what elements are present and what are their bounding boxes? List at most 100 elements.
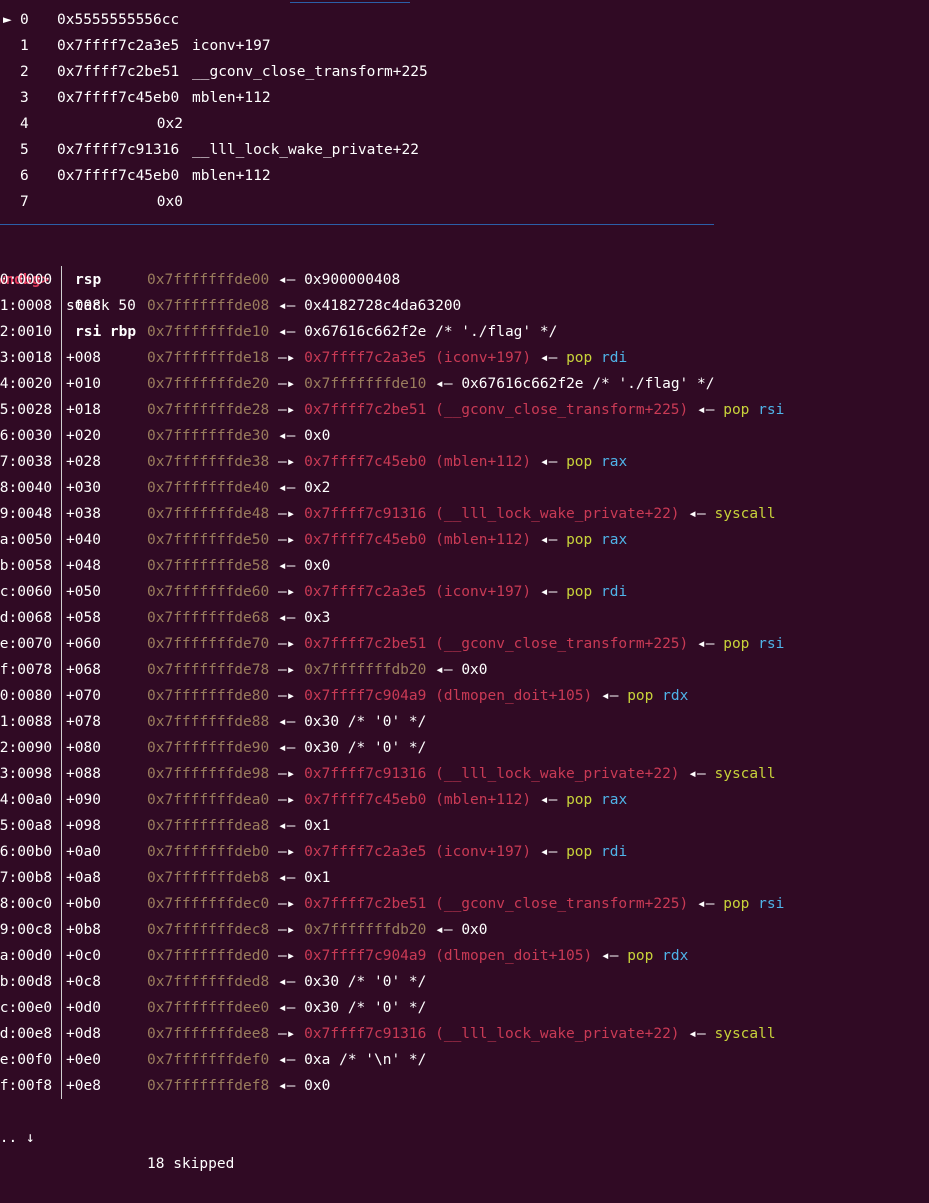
gadget-instruction: pop: [627, 688, 654, 704]
frame-index: 2: [20, 64, 29, 80]
pointer-target[interactable]: 0x7ffff7c2a3e5: [304, 844, 427, 860]
stack-address[interactable]: 0x7fffffffde00: [147, 272, 270, 288]
stack-slot: 03:0018: [0, 350, 53, 366]
pointer-target: 0x67616c662f2e: [304, 324, 427, 340]
stack-slot: 08:0040: [0, 480, 53, 496]
stack-offset: +060: [66, 636, 101, 652]
pointer-target[interactable]: 0x7ffff7c91316: [304, 506, 427, 522]
stack-address[interactable]: 0x7fffffffde70: [147, 636, 270, 652]
stack-address[interactable]: 0x7fffffffdee0: [147, 1000, 270, 1016]
stack-offset: +010: [66, 376, 101, 392]
stack-address[interactable]: 0x7fffffffded8: [147, 974, 270, 990]
stack-chain: 0x7fffffffdeb0 —▸ 0x7ffff7c2a3e5 (iconv+…: [147, 839, 627, 865]
stack-address[interactable]: 0x7fffffffdeb8: [147, 870, 270, 886]
stack-address[interactable]: 0x7fffffffde30: [147, 428, 270, 444]
stack-chain: 0x7fffffffde90 ◂— 0x30 /* '0' */: [147, 735, 426, 761]
pointer-target[interactable]: 0x7fffffffde10: [304, 376, 427, 392]
stack-address[interactable]: 0x7fffffffde98: [147, 766, 270, 782]
stack-address[interactable]: 0x7fffffffde58: [147, 558, 270, 574]
stack-slot: 1a:00d0: [0, 948, 53, 964]
frame-index: 1: [20, 38, 29, 54]
stack-address[interactable]: 0x7fffffffde48: [147, 506, 270, 522]
skipped-dots: ... ↓: [0, 1130, 35, 1146]
stack-address[interactable]: 0x7fffffffdea0: [147, 792, 270, 808]
pointer-arrow: ◂—: [277, 558, 296, 574]
pointer-target: 0x1: [304, 870, 331, 886]
pointer-target[interactable]: 0x7ffff7c2a3e5: [304, 584, 427, 600]
stack-address[interactable]: 0x7fffffffdef8: [147, 1078, 270, 1094]
pointer-target[interactable]: 0x7ffff7c904a9: [304, 948, 427, 964]
pointer-target[interactable]: 0x7ffff7c91316: [304, 1026, 427, 1042]
deref-arrow: ◂—: [688, 1026, 706, 1042]
stack-chain: 0x7fffffffdef0 ◂— 0xa /* '\n' */: [147, 1047, 426, 1073]
stack-address[interactable]: 0x7fffffffdee8: [147, 1026, 270, 1042]
pointer-target[interactable]: 0x7fffffffdb20: [304, 662, 427, 678]
pointer-target[interactable]: 0x7fffffffdb20: [304, 922, 427, 938]
value-comment: 0x67616c662f2e /* './flag' */: [461, 376, 715, 392]
stack-chain: 0x7fffffffde10 ◂— 0x67616c662f2e /* './f…: [147, 319, 557, 345]
gadget-register: rsi: [758, 896, 785, 912]
stack-slot: 1d:00e8: [0, 1026, 53, 1042]
frame-address: 0x7ffff7c91316: [57, 142, 180, 158]
stack-slot: 05:0028: [0, 402, 53, 418]
value-comment: /* '0' */: [347, 714, 427, 730]
stack-chain: 0x7fffffffdee0 ◂— 0x30 /* '0' */: [147, 995, 426, 1021]
stack-address[interactable]: 0x7fffffffde60: [147, 584, 270, 600]
stack-address[interactable]: 0x7fffffffde28: [147, 402, 270, 418]
stack-slot: 1c:00e0: [0, 1000, 53, 1016]
stack-slot: 11:0088: [0, 714, 53, 730]
target-symbol: (dlmopen_doit+105): [435, 948, 593, 964]
gadget-instruction: pop: [723, 896, 750, 912]
stack-address[interactable]: 0x7fffffffdef0: [147, 1052, 270, 1068]
stack-slot: 12:0090: [0, 740, 53, 756]
deref-arrow: ◂—: [600, 688, 619, 704]
stack-address[interactable]: 0x7fffffffdec8: [147, 922, 270, 938]
pointer-target[interactable]: 0x7ffff7c45eb0: [304, 532, 427, 548]
pointer-arrow: —▸: [277, 584, 296, 600]
stack-address[interactable]: 0x7fffffffde18: [147, 350, 270, 366]
pointer-target[interactable]: 0x7ffff7c45eb0: [304, 454, 427, 470]
pointer-arrow: —▸: [277, 948, 296, 964]
pointer-target[interactable]: 0x7ffff7c2be51: [304, 896, 427, 912]
deref-arrow: ◂—: [539, 454, 558, 470]
value-comment: /* '0' */: [347, 974, 427, 990]
stack-chain: 0x7fffffffdec8 —▸ 0x7fffffffdb20 ◂— 0x0: [147, 917, 488, 943]
stack-address[interactable]: 0x7fffffffde68: [147, 610, 270, 626]
stack-chain: 0x7fffffffde50 —▸ 0x7ffff7c45eb0 (mblen+…: [147, 527, 627, 553]
stack-address[interactable]: 0x7fffffffde90: [147, 740, 270, 756]
gadget-instruction: pop: [566, 350, 593, 366]
stack-address[interactable]: 0x7fffffffdeb0: [147, 844, 270, 860]
deref-arrow: ◂—: [697, 896, 715, 912]
gadget-instruction: syscall: [714, 506, 776, 522]
pointer-target[interactable]: 0x7ffff7c904a9: [304, 688, 427, 704]
prompt-line[interactable]: pwndbg> stack 50: [0, 241, 136, 314]
gadget-register: rdx: [662, 948, 689, 964]
stack-address[interactable]: 0x7fffffffde40: [147, 480, 270, 496]
stack-slot: 16:00b0: [0, 844, 53, 860]
gadget-instruction: pop: [723, 402, 750, 418]
stack-address[interactable]: 0x7fffffffde20: [147, 376, 270, 392]
stack-address[interactable]: 0x7fffffffde38: [147, 454, 270, 470]
stack-address[interactable]: 0x7fffffffdec0: [147, 896, 270, 912]
pointer-target[interactable]: 0x7ffff7c2a3e5: [304, 350, 427, 366]
stack-address[interactable]: 0x7fffffffde80: [147, 688, 270, 704]
stack-address[interactable]: 0x7fffffffde88: [147, 714, 270, 730]
stack-address[interactable]: 0x7fffffffde10: [147, 324, 270, 340]
gadget-register: rdx: [662, 688, 689, 704]
command-text[interactable]: stack 50: [66, 298, 136, 314]
pointer-target[interactable]: 0x7ffff7c2be51: [304, 636, 427, 652]
stack-slot: 15:00a8: [0, 818, 53, 834]
stack-address[interactable]: 0x7fffffffdea8: [147, 818, 270, 834]
value-comment: /* '\n' */: [339, 1052, 427, 1068]
stack-address[interactable]: 0x7fffffffde08: [147, 298, 270, 314]
pointer-target[interactable]: 0x7ffff7c45eb0: [304, 792, 427, 808]
pointer-target[interactable]: 0x7ffff7c91316: [304, 766, 427, 782]
stack-address[interactable]: 0x7fffffffde78: [147, 662, 270, 678]
stack-address[interactable]: 0x7fffffffded0: [147, 948, 270, 964]
stack-address[interactable]: 0x7fffffffde50: [147, 532, 270, 548]
frame-symbol: __lll_lock_wake_private+22: [192, 142, 419, 158]
target-symbol: (__gconv_close_transform+225): [435, 896, 689, 912]
pointer-target[interactable]: 0x7ffff7c2be51: [304, 402, 427, 418]
pwndbg-prompt: pwndbg>: [0, 272, 50, 288]
